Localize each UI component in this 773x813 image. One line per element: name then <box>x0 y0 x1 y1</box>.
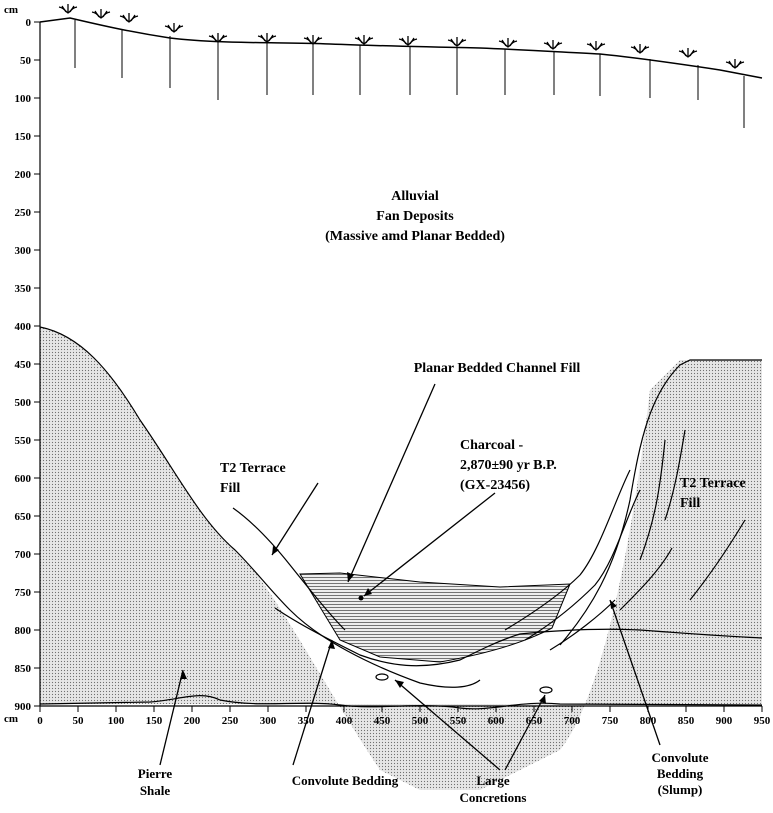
x-tick-label: 700 <box>564 715 581 727</box>
svg-text:Concretions: Concretions <box>460 790 527 805</box>
y-tick-label: 550 <box>15 435 32 447</box>
grass-tuft <box>543 40 563 50</box>
x-tick-label: 400 <box>336 715 353 727</box>
x-tick-label: 900 <box>716 715 733 727</box>
y-tick-label: 600 <box>15 473 32 485</box>
y-tick-label: 100 <box>15 93 32 105</box>
t2-terrace-right-label: T2 Terrace Fill <box>680 476 746 511</box>
x-tick-label: 150 <box>146 715 163 727</box>
convolute-bedding-label: Convolute Bedding <box>292 773 399 788</box>
x-tick-label: 250 <box>222 715 239 727</box>
y-tick-label: 50 <box>20 55 32 67</box>
x-tick-label: 750 <box>602 715 619 727</box>
svg-text:(Massive amd Planar Bedded): (Massive amd Planar Bedded) <box>325 229 505 244</box>
svg-text:Bedding: Bedding <box>657 766 704 781</box>
t2-terrace-left-label: T2 Terrace Fill <box>220 461 286 496</box>
x-unit-label: cm <box>4 713 18 725</box>
arrows <box>159 383 661 771</box>
grass-tuft <box>447 37 467 47</box>
surface-tick-marks <box>74 20 745 128</box>
alluvial-label: Alluvial Fan Deposits (Massive amd Plana… <box>325 189 505 244</box>
y-tick-label: 150 <box>15 131 32 143</box>
grass-tuft <box>498 38 518 48</box>
y-tick-label: 700 <box>15 549 32 561</box>
svg-text:T2 Terrace: T2 Terrace <box>220 461 286 476</box>
slump-label: Convolute Bedding (Slump) <box>651 750 708 797</box>
large-concretions-label: Large Concretions <box>460 773 527 805</box>
y-tick-label: 750 <box>15 587 32 599</box>
y-tick-label: 650 <box>15 511 32 523</box>
svg-text:Shale: Shale <box>140 783 171 798</box>
svg-text:Pierre: Pierre <box>138 766 173 781</box>
grass-tuft <box>257 33 277 43</box>
y-axis-ticks: 0 50 100 150 200 250 300 350 400 450 500 550 600 650 7… <box>15 17 40 713</box>
charcoal-label: Charcoal - 2,870±90 yr B.P. (GX-23456) <box>460 438 557 493</box>
x-tick-label: 500 <box>412 715 429 727</box>
grass-tuft <box>58 4 78 14</box>
svg-text:(GX-23456): (GX-23456) <box>460 478 530 493</box>
x-tick-label: 300 <box>260 715 277 727</box>
x-tick-label: 100 <box>108 715 125 727</box>
svg-text:Fill: Fill <box>220 481 240 496</box>
x-tick-label: 850 <box>678 715 695 727</box>
y-tick-label: 800 <box>15 625 32 637</box>
y-tick-label: 400 <box>15 321 32 333</box>
ground-surface <box>39 17 763 79</box>
grass-tuft <box>303 35 323 45</box>
svg-text:Large: Large <box>476 773 509 788</box>
grass-tuft <box>119 13 139 23</box>
concretion-left <box>375 673 389 681</box>
y-tick-label: 850 <box>15 663 32 675</box>
grass-tuft <box>208 33 228 43</box>
svg-text:Fill: Fill <box>680 496 700 511</box>
x-tick-label: 0 <box>37 715 43 727</box>
x-tick-label: 600 <box>488 715 505 727</box>
grass-tuft <box>91 9 111 19</box>
grass-tuft <box>354 35 374 45</box>
channel-fill-area <box>299 572 571 663</box>
x-tick-label: 200 <box>184 715 201 727</box>
y-tick-label: 900 <box>15 701 32 713</box>
arrow-heads <box>180 546 617 704</box>
x-tick-label: 450 <box>374 715 391 727</box>
concretion-right <box>539 686 553 694</box>
svg-text:Charcoal -: Charcoal - <box>460 438 523 453</box>
boundary-lines <box>39 326 763 710</box>
grass-tuft <box>630 44 650 54</box>
x-tick-label: 550 <box>450 715 467 727</box>
svg-text:(Slump): (Slump) <box>658 782 703 797</box>
svg-text:Alluvial: Alluvial <box>391 189 439 204</box>
grass-tuft <box>678 48 698 58</box>
y-tick-label: 250 <box>15 207 32 219</box>
svg-text:2,870±90 yr B.P.: 2,870±90 yr B.P. <box>460 458 557 473</box>
x-tick-label: 50 <box>73 715 85 727</box>
x-tick-label: 800 <box>640 715 657 727</box>
y-tick-label: 200 <box>15 169 32 181</box>
grass-tuft <box>586 41 606 51</box>
grass-tuft <box>725 59 745 69</box>
charcoal-sample <box>358 595 364 601</box>
y-tick-label: 500 <box>15 397 32 409</box>
svg-text:Convolute: Convolute <box>651 750 708 765</box>
pierre-shale-label: Pierre Shale <box>138 766 173 798</box>
grass-tuft <box>164 23 184 33</box>
y-tick-label: 450 <box>15 359 32 371</box>
pierre-shale-fill <box>40 327 762 790</box>
y-tick-label: 350 <box>15 283 32 295</box>
grass-tuft <box>398 36 418 46</box>
grass-symbols <box>58 4 745 69</box>
x-tick-label: 950 <box>754 715 771 727</box>
svg-text:Fan Deposits: Fan Deposits <box>376 209 454 224</box>
y-tick-label: 0 <box>26 17 32 29</box>
channel-fill-label: Planar Bedded Channel Fill <box>414 361 581 376</box>
y-tick-label: 300 <box>15 245 32 257</box>
y-unit-label: cm <box>4 4 18 16</box>
svg-text:T2 Terrace: T2 Terrace <box>680 476 746 491</box>
